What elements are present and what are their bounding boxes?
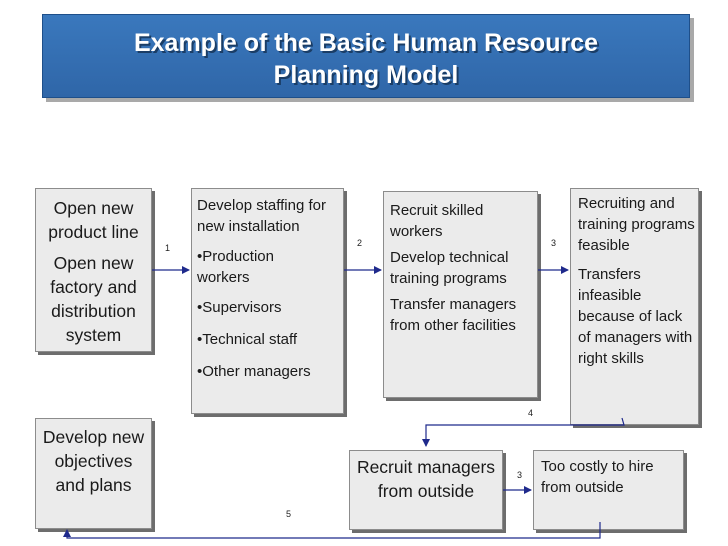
- box-recruit-skilled: Recruit skilled workers Develop technica…: [383, 191, 538, 398]
- too-costly-text: Too costly to hire from outside: [541, 458, 654, 496]
- box-develop-objectives: Develop new objectives and plans: [35, 418, 152, 529]
- staffing-bullet-production: •Production workers: [197, 248, 274, 286]
- develop-objectives-text: Develop new objectives and plans: [42, 427, 145, 495]
- title-banner: Example of the Basic Human Resource Plan…: [42, 14, 690, 98]
- staffing-heading: Develop staffing for new installation: [197, 197, 326, 235]
- develop-training-programs: Develop technical training programs: [390, 249, 509, 287]
- staffing-bullet-supervisors: •Supervisors: [197, 299, 282, 316]
- box-recruit-outside: Recruit managers from outside: [349, 450, 503, 530]
- step-label-3b: 3: [517, 470, 523, 480]
- transfer-managers: Transfer managers from other facilities: [390, 296, 517, 334]
- box-too-costly: Too costly to hire from outside: [533, 450, 684, 530]
- recruiting-training-feasible: Recruiting and training programs feasibl…: [578, 195, 695, 254]
- open-new-product-line: Open new product line: [48, 198, 139, 242]
- open-new-factory: Open new factory and distribution system: [50, 253, 137, 345]
- transfers-infeasible: Transfers infeasible because of lack of …: [578, 266, 693, 367]
- box-feasibility: Recruiting and training programs feasibl…: [570, 188, 699, 425]
- staffing-bullet-managers: •Other managers: [197, 363, 311, 380]
- arrow-step-4: [422, 417, 625, 447]
- arrow-step-5: [63, 522, 601, 539]
- box-develop-staffing: Develop staffing for new installation •P…: [191, 188, 344, 414]
- step-label-3a: 3: [551, 238, 557, 248]
- staffing-bullet-technical: •Technical staff: [197, 331, 298, 348]
- step-label-2: 2: [357, 238, 363, 248]
- recruit-skilled-workers: Recruit skilled workers: [390, 202, 484, 240]
- step-label-4: 4: [528, 408, 534, 418]
- step-label-5: 5: [286, 509, 292, 519]
- box-open-new: Open new product line Open new factory a…: [35, 188, 152, 352]
- step-label-1: 1: [165, 243, 171, 253]
- recruit-outside-text: Recruit managers from outside: [356, 457, 496, 501]
- title-line-1: Example of the Basic Human Resource: [133, 29, 599, 57]
- title-line-2: Planning Model: [273, 61, 459, 89]
